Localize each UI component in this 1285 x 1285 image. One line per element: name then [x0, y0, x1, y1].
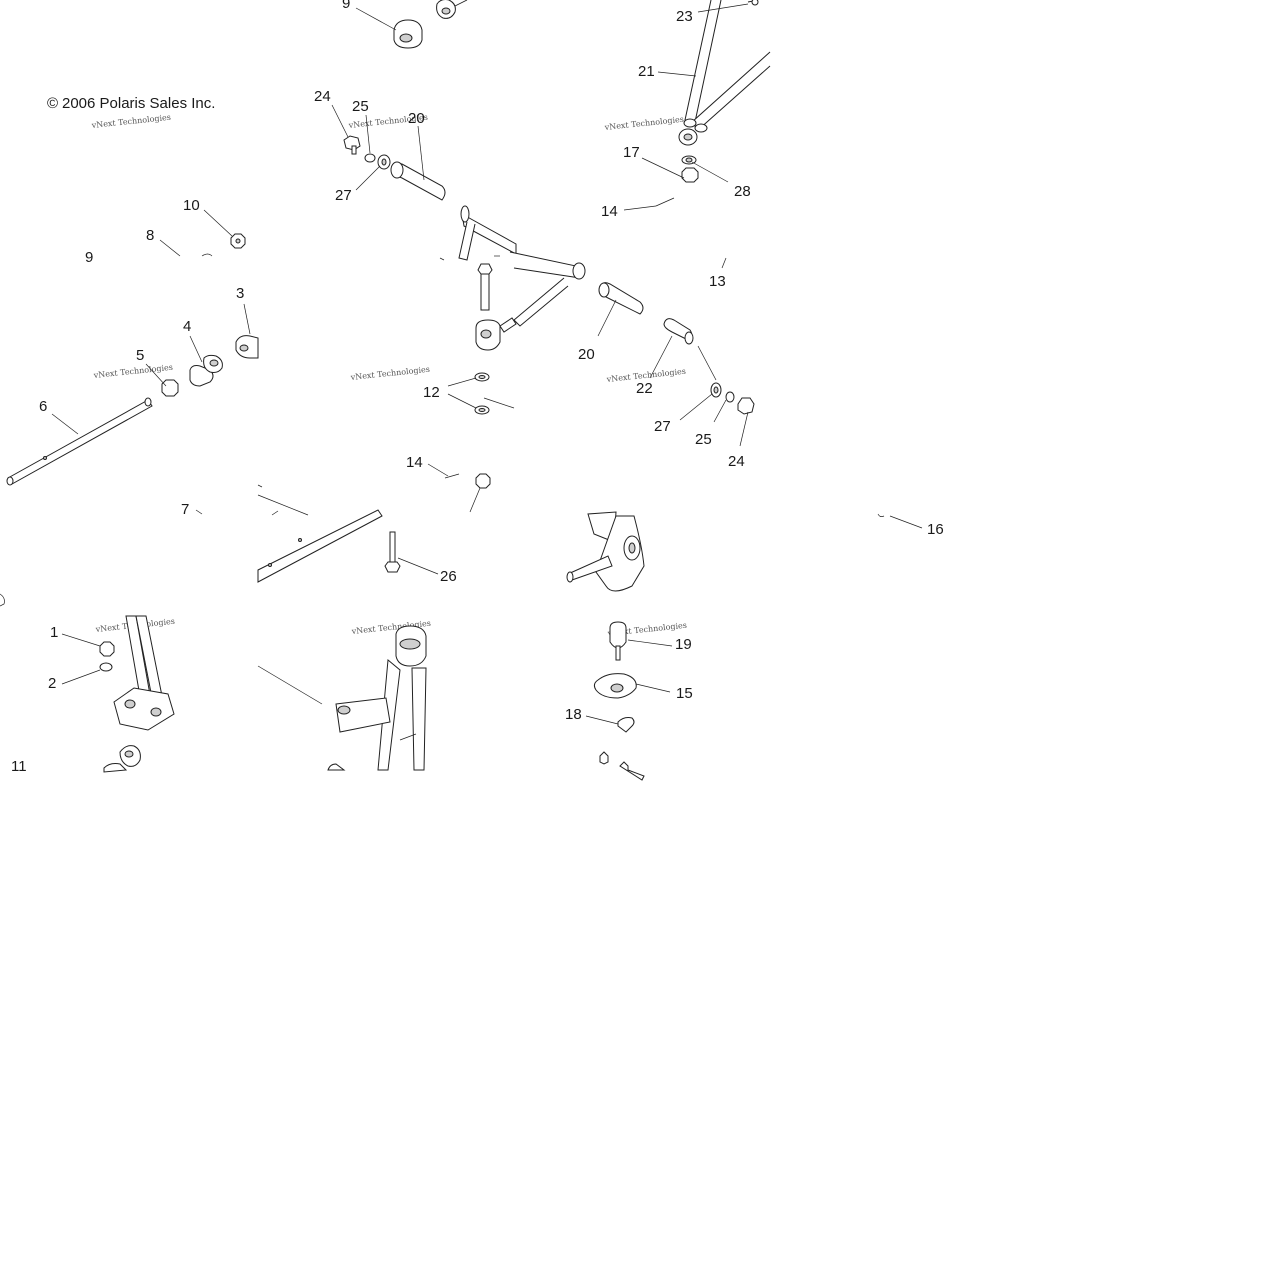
callout-15: 15: [676, 685, 693, 702]
part-bolt-26: [384, 531, 401, 573]
callout-10: 10: [183, 197, 200, 214]
copyright-symbol: ©: [47, 95, 58, 112]
callout-14-lower: 14: [406, 454, 423, 471]
parts-line-art: [0, 0, 885, 781]
callout-23: 23: [676, 8, 693, 25]
callout-7: 7: [181, 501, 189, 518]
callout-9-top: 9: [342, 0, 350, 12]
part-ball-joint-lower: [593, 621, 645, 781]
part-bushing-tube-top: [390, 161, 446, 201]
part-edge-fragments: [0, 253, 500, 607]
part-knuckle-left: [99, 615, 175, 773]
svg-text:vNext Technologies: vNext Technologies: [349, 365, 430, 382]
callout-1: 1: [50, 624, 58, 641]
part-bolt-lower-right: [710, 382, 755, 415]
leader-lines: [51, 3, 923, 725]
watermark-4: vNext Technologies: [92, 363, 173, 380]
part-spindle-knuckle: [566, 511, 645, 592]
callout-9-left: 9: [85, 249, 93, 266]
callout-16: 16: [927, 521, 944, 538]
part-washers-12: [474, 372, 490, 415]
part-ball-joint-upper: [655, 128, 699, 207]
watermark-3: vNext Technologies: [603, 115, 684, 132]
part-tie-rod-6: [6, 397, 153, 486]
callout-3: 3: [236, 285, 244, 302]
callout-labels: 9 23 21 24 25 20 27 17 28 14 10 8 9 13 3…: [11, 0, 944, 775]
callout-13: 13: [709, 273, 726, 290]
callout-25-top: 25: [352, 98, 369, 115]
callout-20-lower: 20: [578, 346, 595, 363]
part-clip-16: [877, 513, 885, 518]
watermark-1: vNext Technologies: [90, 113, 171, 130]
callout-12: 12: [423, 384, 440, 401]
svg-text:vNext Technologies: vNext Technologies: [92, 363, 173, 380]
callout-22: 22: [636, 380, 653, 397]
part-bushing-tube-lower: [598, 282, 694, 345]
callout-14-top: 14: [601, 203, 618, 220]
callout-5: 5: [136, 347, 144, 364]
callout-2: 2: [48, 675, 56, 692]
callout-8: 8: [146, 227, 154, 244]
copyright-text: 2006 Polaris Sales Inc.: [62, 95, 215, 112]
part-nut-10: [230, 233, 246, 249]
callout-24-top: 24: [314, 88, 331, 105]
callout-19: 19: [675, 636, 692, 653]
callout-26: 26: [440, 568, 457, 585]
watermarks: vNext Technologies vNext Technologies vN…: [90, 113, 687, 638]
part-tie-rod-end-left: [161, 335, 259, 397]
svg-text:vNext Technologies: vNext Technologies: [603, 115, 684, 132]
callout-25-lower: 25: [695, 431, 712, 448]
callout-11: 11: [11, 758, 27, 775]
callout-18: 18: [565, 706, 582, 723]
part-bolt-upper-left: [343, 135, 391, 170]
watermark-5: vNext Technologies: [349, 365, 430, 382]
callout-27-top: 27: [335, 187, 352, 204]
callout-6: 6: [39, 398, 47, 415]
part-cotter-pin-lower: [444, 473, 491, 489]
part-upper-a-arm: [683, 0, 771, 133]
callout-4: 4: [183, 318, 191, 335]
part-tie-rod-7: [257, 484, 383, 583]
callout-17: 17: [623, 144, 640, 161]
part-lower-a-arm: [458, 205, 586, 351]
callout-27-lower: 27: [654, 418, 671, 435]
callout-20-top: 20: [408, 110, 425, 127]
part-strut-tower: [327, 625, 427, 771]
svg-text:vNext Technologies: vNext Technologies: [90, 113, 171, 130]
callout-24-lower: 24: [728, 453, 745, 470]
callout-28: 28: [734, 183, 751, 200]
part-tie-rod-end-top: [393, 0, 468, 49]
callout-21: 21: [638, 63, 655, 80]
